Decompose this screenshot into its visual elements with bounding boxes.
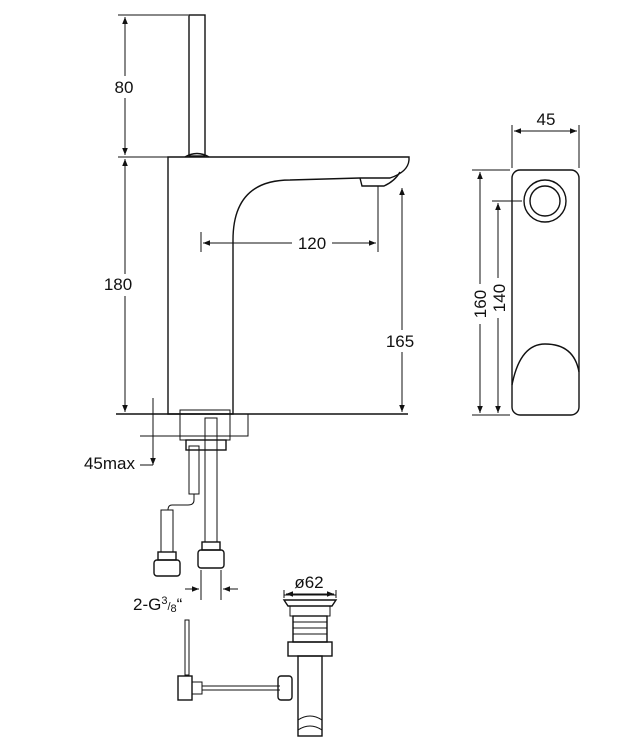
dim-side-height-outer: 160 — [470, 169, 510, 416]
dim-label-160: 160 — [471, 290, 490, 318]
dim-spout-height: 165 — [382, 188, 422, 412]
dim-side-height-inner: 140 — [489, 200, 522, 413]
front-view — [116, 14, 410, 415]
dim-side-width: 45 — [511, 110, 580, 168]
side-view — [511, 169, 580, 416]
waste-assembly: ø62 — [177, 573, 338, 737]
dim-body-height: 180 — [100, 156, 168, 412]
dim-label-45: 45 — [537, 110, 556, 129]
hose-left — [160, 509, 174, 553]
drain-tailpiece — [297, 655, 323, 737]
side-body — [511, 169, 580, 416]
dim-label-120: 120 — [298, 234, 326, 253]
mounting-section: 45max — [84, 398, 249, 473]
dim-label-180: 180 — [104, 275, 132, 294]
dim-label-165: 165 — [386, 332, 414, 351]
lever-base — [184, 152, 210, 158]
dim-connection: 2-G3/8“ — [133, 570, 238, 615]
supply-hoses — [153, 417, 225, 577]
lever-circle-outer — [523, 179, 567, 223]
dim-lever-height: 80 — [110, 14, 188, 155]
spout-profile — [511, 343, 580, 386]
dim-label-80: 80 — [115, 78, 134, 97]
dim-label-140: 140 — [490, 284, 509, 312]
faucet-body — [167, 156, 410, 415]
hose-left-nut — [153, 559, 181, 577]
spout-outlet — [359, 171, 401, 187]
drain-cap — [282, 599, 338, 607]
hose-right — [204, 449, 218, 543]
hose-right-nut — [197, 549, 225, 569]
dim-label-diameter: ø62 — [294, 573, 323, 592]
dim-label-connection: 2-G3/8“ — [133, 595, 183, 615]
dim-label-45max: 45max — [84, 454, 136, 473]
mounting-nut — [185, 439, 227, 451]
lever-circle-inner — [529, 185, 561, 217]
pull-rod — [184, 619, 190, 676]
lever — [188, 14, 206, 157]
dim-spout-reach: 120 — [200, 186, 379, 253]
